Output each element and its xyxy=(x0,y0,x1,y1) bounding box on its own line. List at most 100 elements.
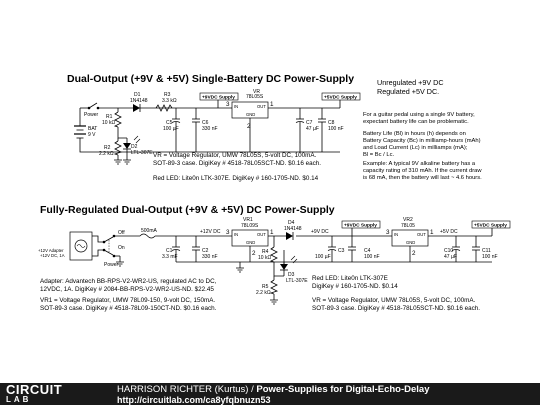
bottom-supply9-label: +9VDC Supply xyxy=(344,223,377,229)
d3-value: LTL-307E xyxy=(286,278,308,284)
r3-label: R3 xyxy=(164,92,171,98)
c6-value: 330 nF xyxy=(202,126,218,132)
d1-value: 1N4148 xyxy=(130,98,148,104)
unreg-line1: Unregulated +9V DC xyxy=(377,78,444,87)
project-url[interactable]: http://circuitlab.com/ca8yfqbnuzn53 xyxy=(117,395,271,405)
led-note1: Red LED: Lite0n LTK-307E xyxy=(312,275,388,282)
d2-value: LTL-307E xyxy=(131,150,153,156)
plus12-label: +12V DC xyxy=(200,229,221,235)
c11-label: C11 xyxy=(482,248,491,254)
vr-pin1: 1 xyxy=(270,101,274,108)
c2-value: 330 nF xyxy=(202,254,218,260)
fuse-value: 500mA xyxy=(141,228,158,234)
bottom-supply5-label: +5VDC Supply xyxy=(474,223,507,229)
vr-label: VR xyxy=(253,89,260,95)
c1-value: 3.3 mF xyxy=(162,254,178,260)
d4-value: 1N4148 xyxy=(284,226,302,232)
supply5-label: +5VDC Supply xyxy=(324,95,357,101)
note-p5: and Load Current (Lc) in milliamps (mA); xyxy=(363,145,468,151)
note-p4: Battery Capacity (Bc) in milliamp-hours … xyxy=(363,138,481,144)
c7-value: 47 µF xyxy=(306,126,319,132)
vr1-note2: SOT-89-3 case. DigiKey # 4518-78L09-150C… xyxy=(40,305,217,312)
capacitor-c1 xyxy=(171,246,181,251)
bottom-power-label: Power xyxy=(104,262,119,268)
note-p6: Bl = Bc / Lc. xyxy=(363,152,394,158)
r2-value: 2.2 kΩ xyxy=(99,151,114,157)
c5-value: 100 µF xyxy=(163,126,179,132)
r1-value: 10 kΩ xyxy=(102,120,115,126)
vr-in: IN xyxy=(234,104,238,109)
vr2-value: 78L05 xyxy=(401,223,415,229)
vr2-gnd: GND xyxy=(406,240,415,245)
vr1-value: 78L09S xyxy=(241,223,259,229)
off-label: Off xyxy=(118,230,125,236)
supply9-flag xyxy=(199,92,239,101)
vr2-pin3: 3 xyxy=(386,229,390,236)
regulator-vr xyxy=(231,101,269,119)
circuitlab-logo-bottom[interactable]: LAB xyxy=(6,395,32,404)
note-p1: For a guitar pedal using a single 9V bat… xyxy=(363,112,475,118)
top-led-note: Red LED: Lite0n LTK-307E. DigiKey # 160-… xyxy=(153,175,319,182)
vr-note1: VR = Voltage Regulator, UMW 78L05S, 5-vo… xyxy=(312,297,476,304)
r5-label: R5 xyxy=(262,284,269,290)
r4-label: R4 xyxy=(262,249,269,255)
footer-separator: / xyxy=(248,384,257,395)
d3-label: D3 xyxy=(288,272,295,278)
power-label: Power xyxy=(84,112,99,118)
diode-d1 xyxy=(133,104,141,112)
c3-label: C3 xyxy=(338,248,345,254)
adapter-note1: Adapter: Advantech BB-RPS-V2-WR2-US, reg… xyxy=(40,278,217,285)
top-circuit-wires xyxy=(79,100,341,160)
vr2-pin2: 2 xyxy=(412,250,416,257)
vr-gnd: GND xyxy=(246,112,255,117)
c2-label: C2 xyxy=(202,248,209,254)
resistor-r1 xyxy=(113,111,122,128)
vr2-out: OUT xyxy=(417,232,426,237)
top-vr-note1: VR = Voltage Regulator, UMW 78L05S, 5-vo… xyxy=(153,152,317,159)
bottom-circuit-title: Fully-Regulated Dual-Output (+9V & +5V) … xyxy=(40,204,335,216)
bottom-supply9-flag xyxy=(341,220,381,229)
d1-label: D1 xyxy=(134,92,141,98)
r5-value: 2.2 kΩ xyxy=(256,290,271,296)
bottom-circuit-wires xyxy=(92,228,493,300)
note-p2: expectant battery life can be problemati… xyxy=(363,119,469,125)
capacitor-c4 xyxy=(348,246,356,251)
unreg-line2: Regulated +5V DC. xyxy=(377,87,439,96)
vr1-out: OUT xyxy=(257,232,266,237)
r4-value: 10 kΩ xyxy=(258,255,271,261)
top-vr-note2: SOT-89-3 case. DigiKey # 4518-78L05SCT-N… xyxy=(153,160,321,167)
vr1-pin1: 1 xyxy=(270,229,274,236)
ground-symbols-bottom xyxy=(236,262,278,305)
circuitlab-logo-top[interactable]: CIRCUIT xyxy=(6,382,63,397)
power-switch-dpdt xyxy=(102,234,116,258)
plus9-label: +9V DC xyxy=(311,229,329,235)
resistor-r3 xyxy=(155,104,173,112)
led-d2 xyxy=(123,135,141,150)
c4-value: 100 nF xyxy=(364,254,380,260)
vr1-note1: VR1 = Voltage Regulator, UMW 78L09-150, … xyxy=(40,297,215,304)
author-link[interactable]: HARRISON RICHTER (Kurtus) xyxy=(117,384,249,395)
c8-label: C8 xyxy=(328,120,335,126)
fuse xyxy=(139,233,156,239)
vr1-pin2: 2 xyxy=(252,250,256,257)
on-label: On xyxy=(118,245,125,251)
adapter-label1: +12V Adapter xyxy=(38,248,64,253)
plus5-label: +5V DC xyxy=(440,229,458,235)
r2-label: R2 xyxy=(104,145,111,151)
note-p9: is 68 mA, then the battery will last ~ 4… xyxy=(363,175,482,181)
footer-bar: CIRCUIT LAB HARRISON RICHTER (Kurtus) / … xyxy=(0,383,540,405)
battery-symbol xyxy=(74,125,86,140)
capacitor-c6 xyxy=(192,118,200,123)
capacitor-c11 xyxy=(472,246,480,251)
c7-label: C7 xyxy=(306,120,313,126)
c1-label: C1 xyxy=(166,248,173,254)
resistor-r5 xyxy=(269,279,279,295)
capacitor-c5 xyxy=(171,118,181,123)
led-note2: DigiKey # 160-1705-ND. $0.14 xyxy=(312,283,398,290)
vr1-in: IN xyxy=(234,232,238,237)
capacitor-c2 xyxy=(192,246,200,251)
ground-symbols-top xyxy=(114,159,131,165)
regulator-vr2 xyxy=(391,229,429,247)
bat-label: BAT xyxy=(88,126,97,132)
r1-label: R1 xyxy=(106,114,113,120)
